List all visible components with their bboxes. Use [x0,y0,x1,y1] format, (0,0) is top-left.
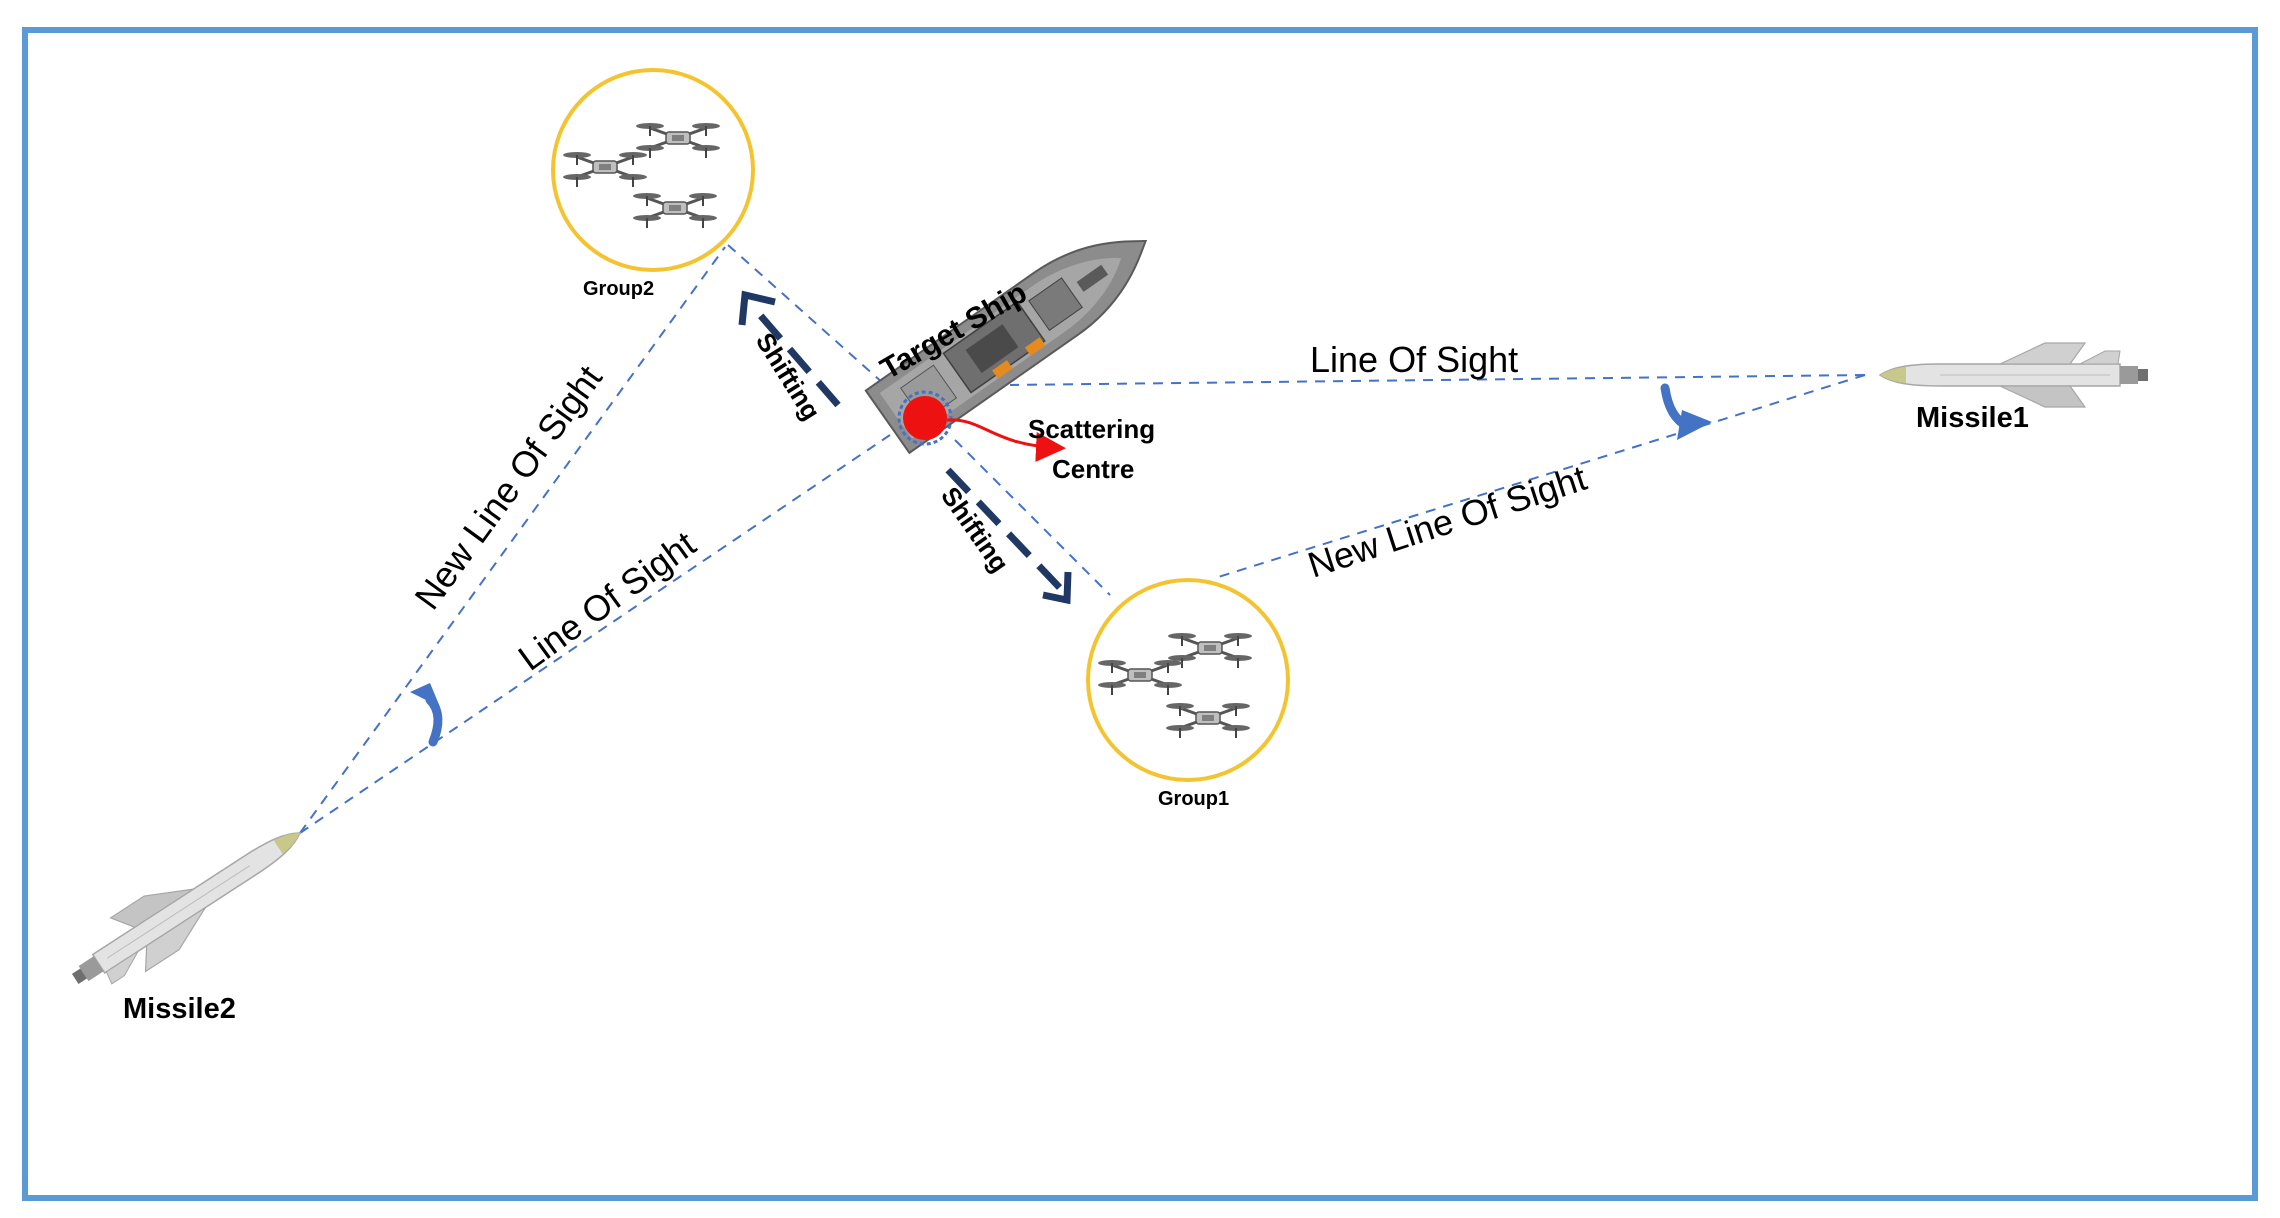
missile-icon [57,805,319,1007]
quadcopter-drone-icon [1164,701,1252,740]
ship-to-group1-line [954,439,1111,596]
scattering-centre-label-line1: Scattering [1028,414,1155,444]
scattering-centre-arrow [946,418,1066,462]
quadcopter-drone-icon [561,150,649,189]
shifting-label-lower: Shifting [935,481,1015,577]
quadcopter-drone-icon [1096,658,1184,697]
missile1-label: Missile1 [1916,402,2029,434]
scattering-centre-label-line2: Centre [1052,454,1134,484]
shifting-arrow-lower [945,467,1072,605]
missile2: Missile2 [57,805,319,1025]
new-los-label-missile1: New Line Of Sight [1303,457,1592,586]
missile-icon [1879,342,2149,408]
new-los-line-missile1 [1214,374,1866,579]
missile2-label: Missile2 [123,993,236,1025]
group2-to-ship-line [727,244,903,401]
group1-label: Group1 [1158,788,1229,810]
new-los-label-missile2: New Line Of Sight [406,358,610,617]
turn-arrow-missile2 [410,683,443,747]
los-label-missile1: Line Of Sight [1310,339,1518,380]
group2: Group2 [551,68,755,300]
missile1: Missile1 [1879,342,2149,434]
new-los-line-missile2 [299,246,726,834]
scattering-centre-dot [903,396,947,440]
quadcopter-drone-icon [634,121,722,160]
turn-arrow-missile1 [1660,383,1712,440]
scattering-centre [897,390,1066,462]
shifting-arrow-upper [738,290,841,408]
frame-border [22,27,2258,1201]
los-label-missile2: Line Of Sight [511,523,703,679]
scattering-centre-outline [897,390,953,446]
group2-label: Group2 [583,278,654,300]
group2-circle [551,68,755,272]
shifting-label-upper: Shifting [750,327,827,425]
quadcopter-drone-icon [631,191,719,230]
group1: Group1 [1086,578,1290,810]
los-lines [299,244,1866,834]
group1-circle [1086,578,1290,782]
